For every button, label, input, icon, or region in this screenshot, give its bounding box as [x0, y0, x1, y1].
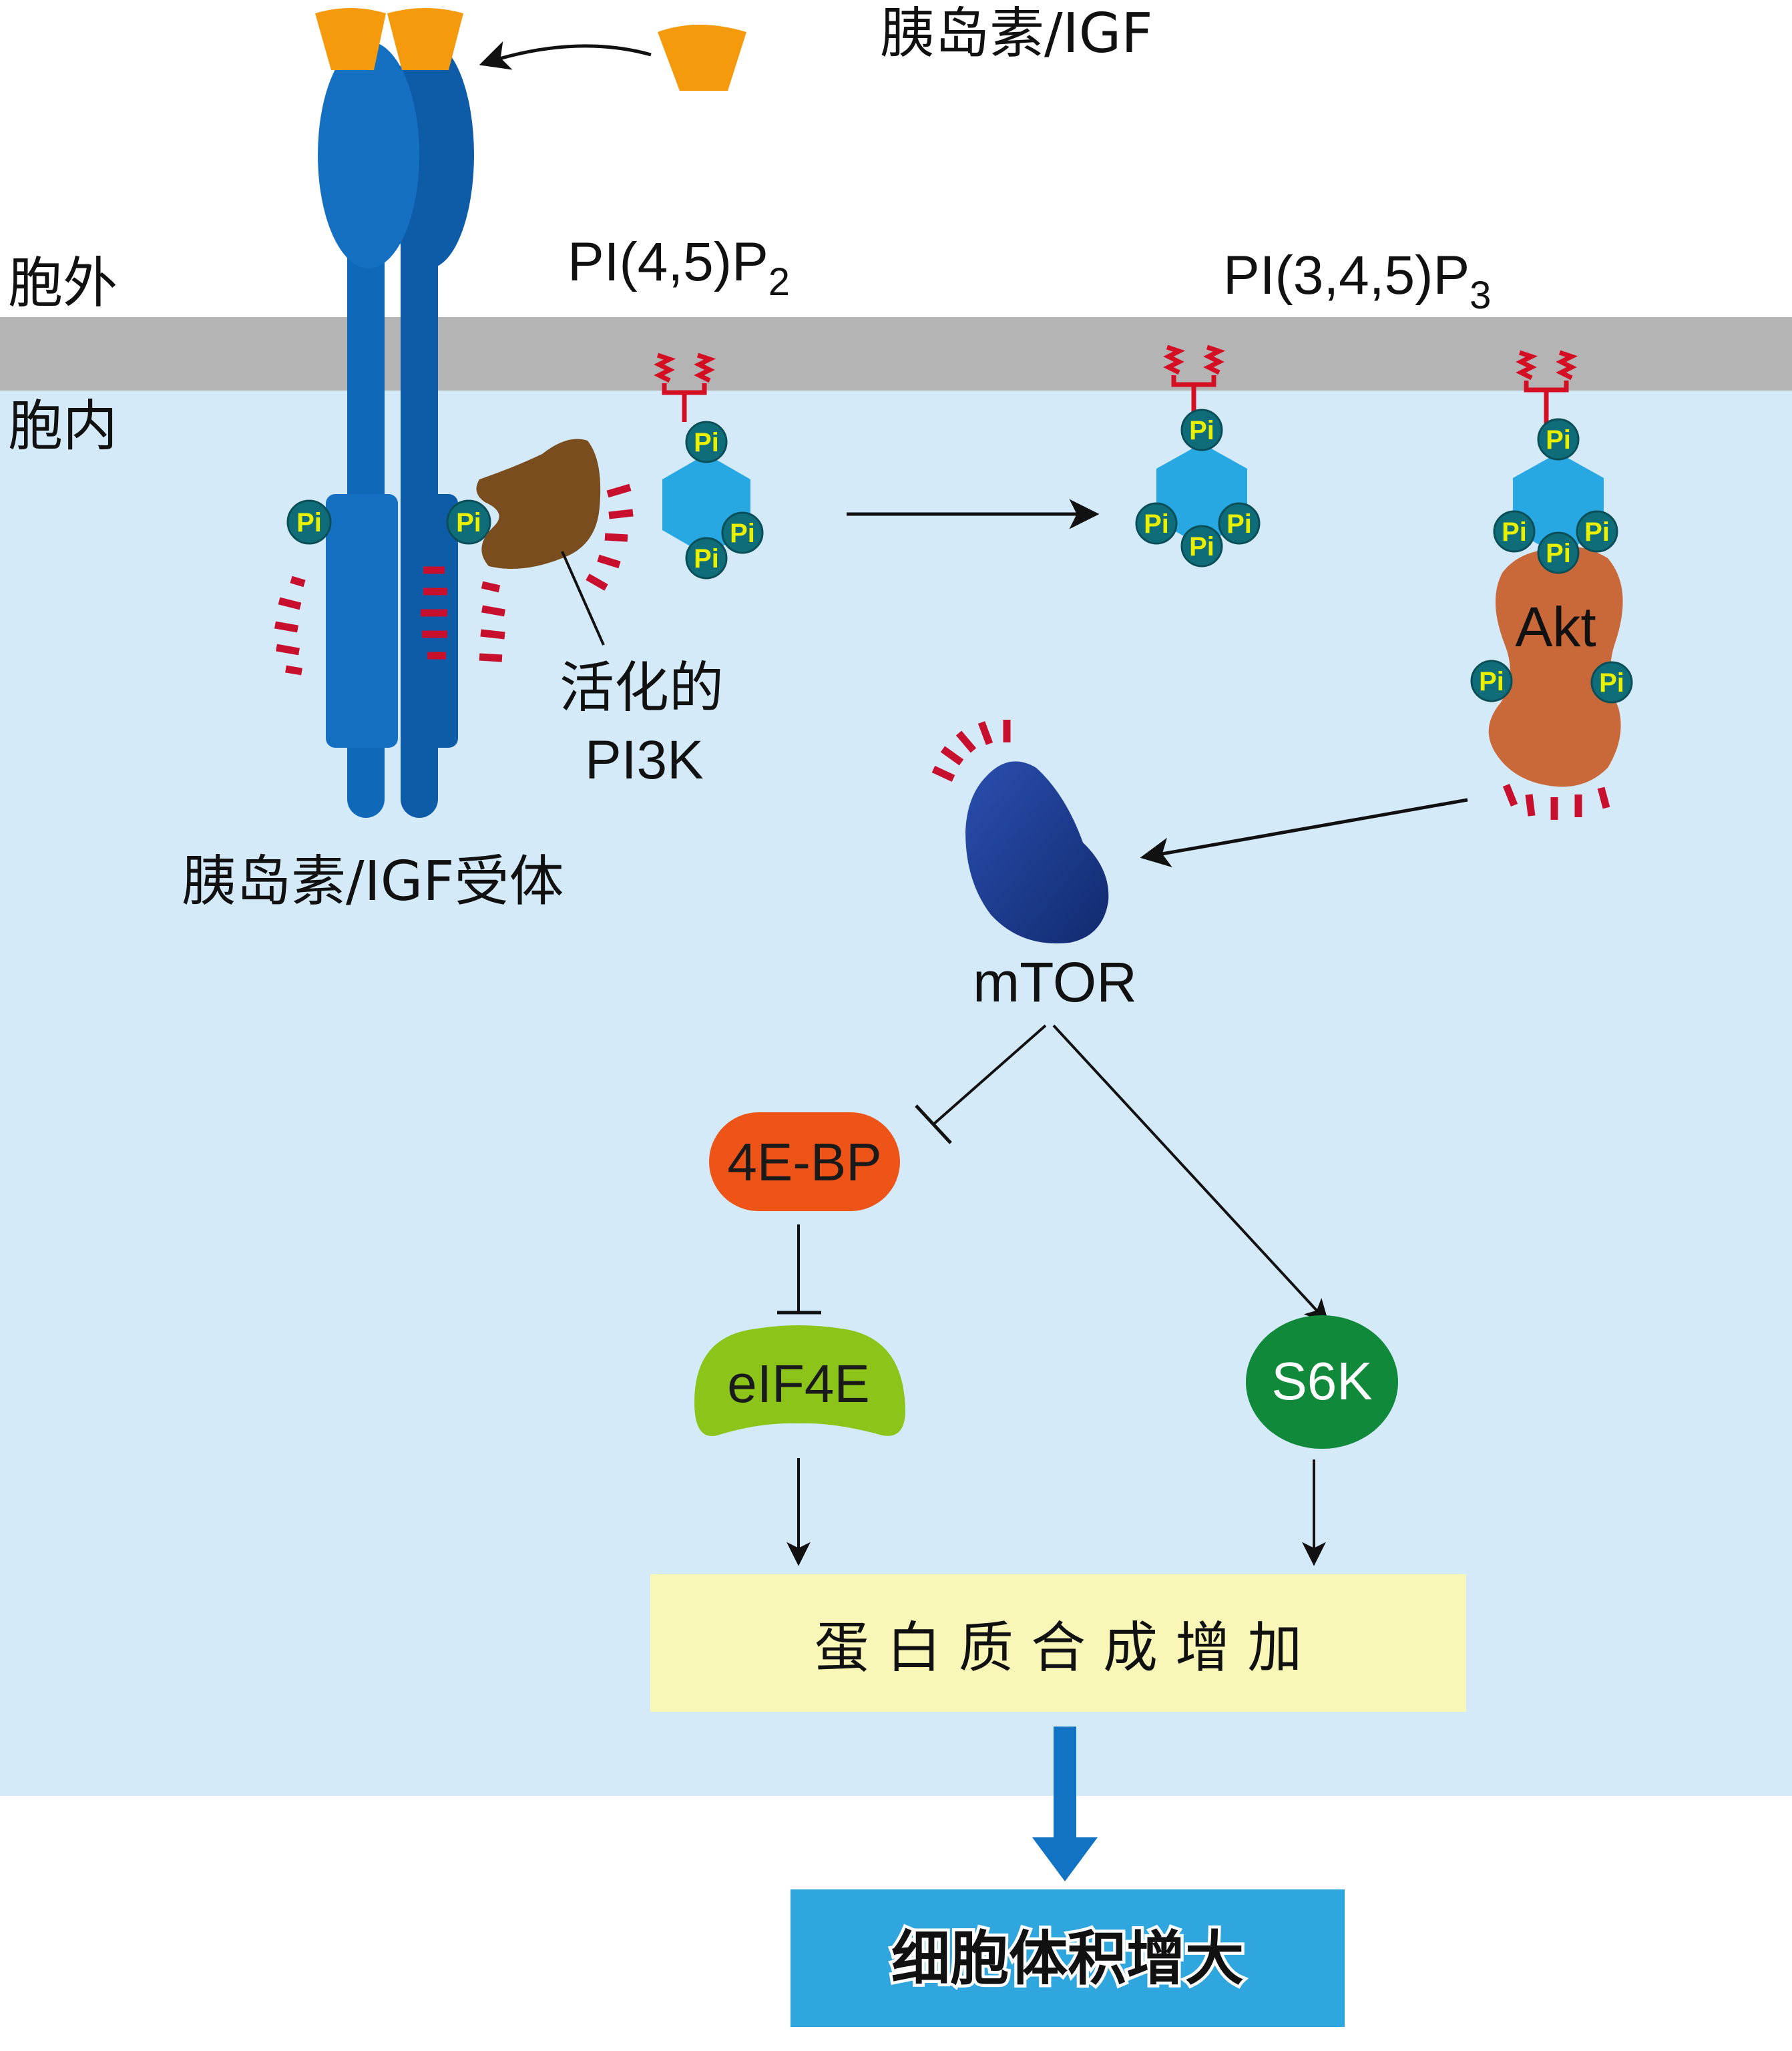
- eif4e-label: eIF4E: [727, 1354, 869, 1413]
- fourebp-label: 4E-BP: [727, 1132, 881, 1192]
- receptor-phosphate-right: Pi: [446, 499, 491, 545]
- mtor-kinase: [965, 761, 1109, 944]
- svg-text:Pi: Pi: [1189, 416, 1214, 445]
- pip3-label: PI(3,4,5)P3: [1223, 245, 1491, 317]
- cell-growth-label: 细胞体积增大: [891, 1924, 1244, 1993]
- svg-text:Pi: Pi: [694, 428, 719, 457]
- growth-arrow: [1032, 1727, 1098, 1881]
- pi3k-enzyme: [476, 439, 601, 569]
- cytoplasm: [0, 317, 1792, 1796]
- mtor-label: mTOR: [973, 951, 1137, 1013]
- cell-growth-box: [791, 1889, 1345, 2027]
- akt-label: Akt: [1515, 596, 1596, 658]
- pip3-phosphate-bottom: Pi: [1180, 525, 1223, 567]
- svg-text:Pi: Pi: [296, 508, 322, 537]
- svg-text:Pi: Pi: [730, 519, 755, 548]
- svg-text:Pi: Pi: [456, 508, 481, 537]
- ligand-label: 胰岛素/IGF: [880, 2, 1153, 65]
- svg-text:Pi: Pi: [1546, 425, 1571, 455]
- pi3k-label-line2: PI3K: [585, 730, 704, 790]
- akt-activation-marks: [1502, 783, 1610, 820]
- protein-synthesis-label: 蛋 白 质 合 成 增 加: [815, 1616, 1302, 1680]
- fourebp-node: [709, 1112, 900, 1211]
- svg-text:Pi: Pi: [1479, 667, 1504, 696]
- svg-text:Pi: Pi: [1226, 509, 1252, 539]
- insulin-igf-receptor: [315, 8, 474, 818]
- eif4e-node: [694, 1325, 905, 1436]
- protein-synthesis-box: [650, 1574, 1466, 1712]
- mtor-activation-marks: [931, 720, 1011, 782]
- receptor-activation-marks: [274, 566, 505, 676]
- s6k-node: [1246, 1315, 1398, 1449]
- akt-pip3-phosphate-left: Pi: [1493, 510, 1536, 553]
- pip2-phosphate-bottom: Pi: [685, 537, 728, 580]
- pip3-phosphate-right: Pi: [1218, 502, 1261, 545]
- ligand-free: [658, 25, 746, 91]
- pi3k-activation-marks: [586, 483, 634, 591]
- ligand-binding-arrow: [479, 41, 652, 70]
- mtor-inhibits-4ebp-bar: [915, 1104, 952, 1144]
- svg-text:Pi: Pi: [1584, 517, 1610, 547]
- mtor-inhibits-4ebp-line: [932, 1024, 1047, 1126]
- extracellular-space: [0, 0, 1792, 317]
- svg-text:Pi: Pi: [1599, 668, 1624, 698]
- pi3k-pointer-line: [561, 551, 605, 646]
- receptor-label: 胰岛素/IGF受体: [182, 850, 564, 913]
- extracellular-label: 胞外: [8, 252, 118, 315]
- akt-pip3-phosphate-bottom: Pi: [1537, 531, 1580, 574]
- pip2-label: PI(4,5)P2: [568, 232, 790, 304]
- s6k-label: S6K: [1271, 1351, 1372, 1411]
- cell-membrane: [0, 317, 1792, 391]
- svg-text:Pi: Pi: [694, 544, 719, 574]
- pip2-phosphate-right: Pi: [721, 511, 764, 554]
- pi3k-label-line1: 活化的: [559, 656, 724, 720]
- svg-text:Pi: Pi: [1189, 532, 1214, 561]
- akt-phosphate-right: Pi: [1590, 661, 1633, 704]
- akt-pip3-phosphate-top: Pi: [1537, 418, 1580, 461]
- mtor-to-s6k-arrow: [1052, 1024, 1329, 1324]
- pip3-phosphate-top: Pi: [1180, 409, 1223, 451]
- akt-pip3-phosphate-right: Pi: [1576, 510, 1618, 553]
- svg-text:Pi: Pi: [1144, 509, 1169, 539]
- akt-to-mtor-arrow: [1140, 798, 1468, 868]
- pip2-phosphate-top: Pi: [685, 421, 728, 463]
- intracellular-label: 胞内: [8, 395, 118, 458]
- svg-text:Pi: Pi: [1546, 539, 1571, 568]
- pip3-phosphate-left: Pi: [1135, 502, 1178, 545]
- akt-kinase: [1488, 546, 1623, 787]
- akt-phosphate-left: Pi: [1470, 660, 1513, 702]
- svg-text:Pi: Pi: [1502, 517, 1527, 547]
- receptor-phosphate-left: Pi: [286, 499, 332, 545]
